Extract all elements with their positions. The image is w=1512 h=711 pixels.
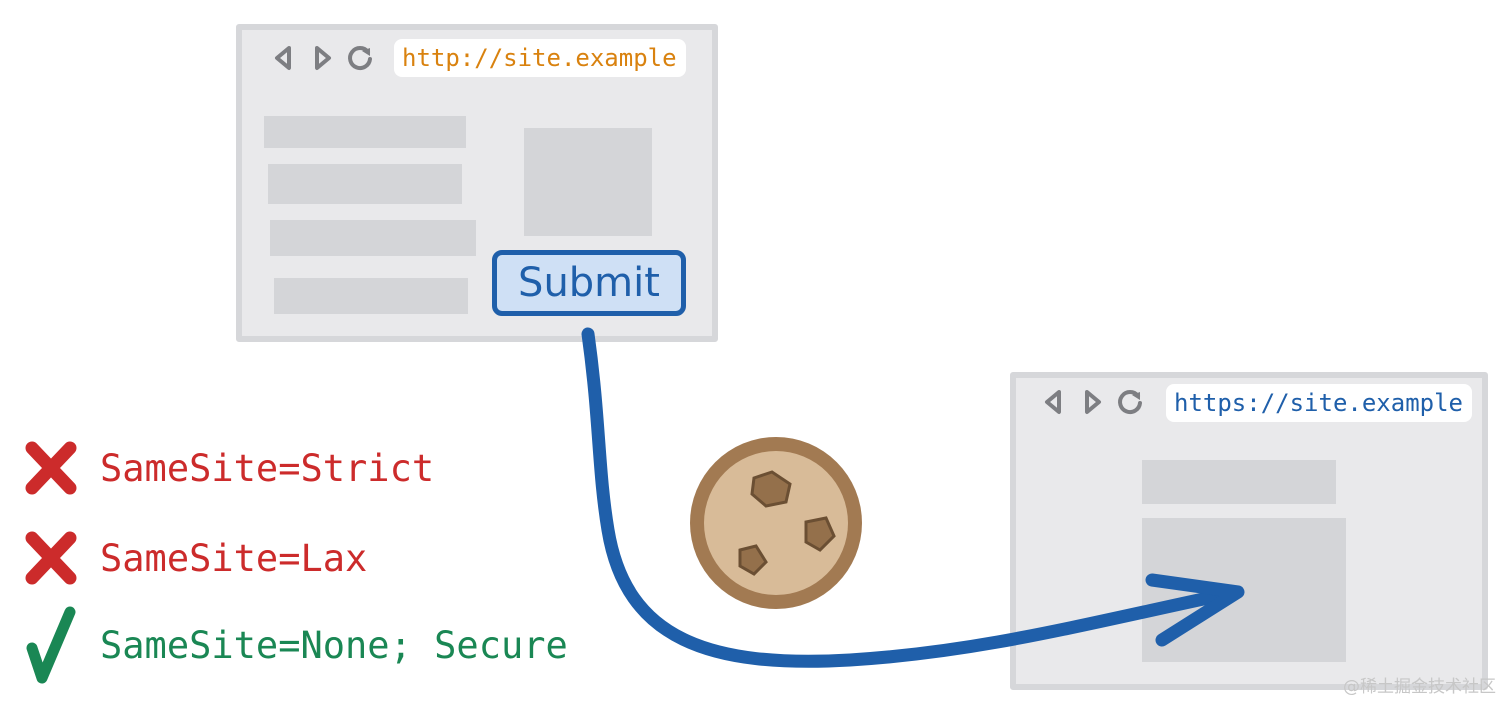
rule-samesite-lax: SameSite=Lax <box>24 530 367 586</box>
address-bar-url: https://site.example <box>1174 389 1463 417</box>
rule-text: SameSite=Strict <box>100 447 434 490</box>
content-line <box>270 220 476 256</box>
address-bar-url: http://site.example <box>402 44 677 72</box>
forward-icon[interactable] <box>1078 388 1106 416</box>
back-icon[interactable] <box>270 44 298 72</box>
source-browser-toolbar: http://site.example <box>242 30 712 86</box>
submit-button[interactable]: Submit <box>492 250 686 316</box>
target-browser-window: https://site.example <box>1010 372 1488 690</box>
cookie-icon <box>690 437 862 609</box>
cross-icon <box>24 530 78 586</box>
back-icon[interactable] <box>1040 388 1068 416</box>
forward-icon[interactable] <box>308 44 336 72</box>
content-line <box>274 278 468 314</box>
cross-icon <box>24 440 78 496</box>
content-line <box>1142 460 1336 504</box>
rule-text: SameSite=None; Secure <box>100 624 568 667</box>
rule-samesite-strict: SameSite=Strict <box>24 440 434 496</box>
source-browser-window: http://site.example Submit <box>236 24 718 342</box>
reload-icon[interactable] <box>1116 388 1144 416</box>
address-bar[interactable]: http://site.example <box>394 39 686 77</box>
reload-icon[interactable] <box>346 44 374 72</box>
rule-text: SameSite=Lax <box>100 537 367 580</box>
content-image-placeholder <box>524 128 652 236</box>
target-browser-toolbar: https://site.example <box>1016 378 1482 434</box>
content-line <box>264 116 466 148</box>
content-line <box>268 164 462 204</box>
watermark: @稀土掘金技术社区 <box>1343 672 1496 697</box>
address-bar[interactable]: https://site.example <box>1166 384 1472 422</box>
rule-samesite-none-secure: SameSite=None; Secure <box>24 606 568 684</box>
check-icon <box>24 606 78 684</box>
content-image-placeholder <box>1142 518 1346 662</box>
submit-button-label: Submit <box>518 260 660 306</box>
